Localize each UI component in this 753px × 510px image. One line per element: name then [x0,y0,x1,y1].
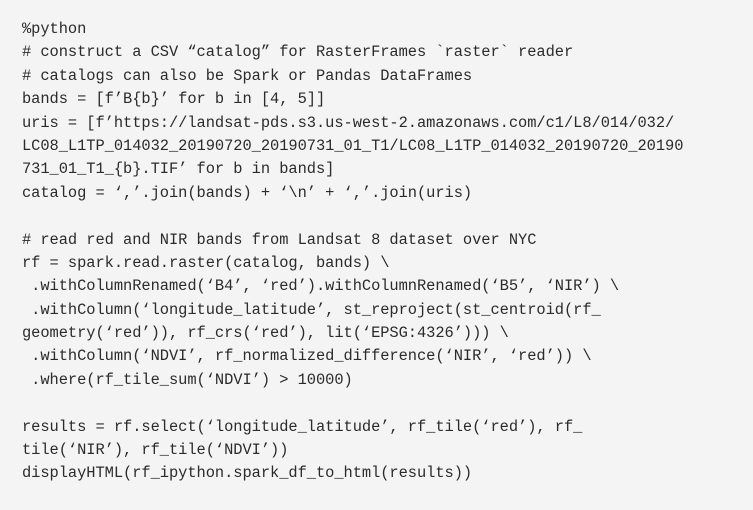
code-line: .withColumnRenamed(‘B4’, ‘red’).withColu… [22,277,620,296]
code-line: .withColumn(‘longitude_latitude’, st_rep… [22,300,601,319]
code-line: .where(rf_tile_sum(‘NDVI’) > 10000) [22,370,353,389]
code-line: # catalogs can also be Spark or Pandas D… [22,66,473,85]
code-line: 731_01_T1_{b}.TIF’ for b in bands] [22,160,335,179]
code-line: %python [22,20,87,38]
blank-line [22,205,753,228]
code-line: .withColumn(‘NDVI’, rf_normalized_differ… [22,347,592,366]
code-line: LC08_L1TP_014032_20190720_20190731_01_T1… [22,136,684,155]
code-line: results = rf.select(‘longitude_latitude’… [22,417,583,436]
code-line: uris = [f’https://landsat-pds.s3.us-west… [22,113,675,132]
code-line: tile(‘NIR’), rf_tile(‘NDVI’)) [22,441,289,460]
code-line: bands = [f’B{b}’ for b in [4, 5]] [22,90,326,109]
code-line: rf = spark.read.raster(catalog, bands) \ [22,253,390,272]
code-line: displayHTML(rf_ipython.spark_df_to_html(… [22,464,473,483]
code-line: geometry(‘red’)), rf_crs(‘red’), lit(‘EP… [22,324,509,343]
code-line: # read red and NIR bands from Landsat 8 … [22,230,537,249]
code-line: # construct a CSV “catalog” for RasterFr… [22,43,574,62]
code-line: catalog = ‘,’.join(bands) + ‘\n’ + ‘,’.j… [22,183,473,202]
blank-line [22,392,753,415]
